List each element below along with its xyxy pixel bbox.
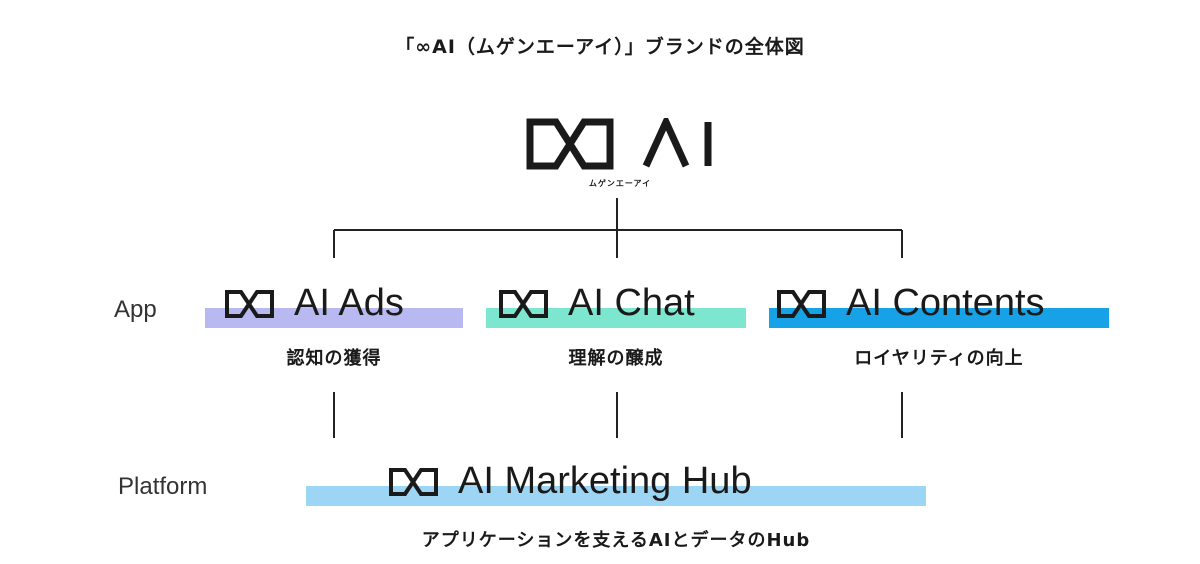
main-logo-subtitle: ムゲンエーアイ: [588, 179, 652, 188]
chat-highlight-bar: [486, 308, 746, 328]
brand-name: AI Marketing Hub: [458, 460, 752, 502]
brand-ai-chat: AI Chat: [498, 282, 695, 325]
caption-chat: 理解の醸成: [568, 348, 664, 369]
brand-name: AI Chat: [568, 282, 695, 324]
hub-highlight-bar: [306, 486, 926, 506]
brand-ai-contents: AI Contents: [776, 282, 1045, 325]
brand-ai-ads: AI Ads: [224, 282, 404, 325]
brand-name: AI Contents: [846, 282, 1045, 324]
caption-contents: ロイヤリティの向上: [854, 348, 1024, 369]
brand-name: AI Ads: [294, 282, 404, 324]
contents-highlight-bar: [769, 308, 1109, 328]
ads-highlight-bar: [205, 308, 463, 328]
infinity-icon: [225, 289, 274, 318]
infinity-icon: [499, 289, 548, 318]
infinity-icon: [389, 467, 438, 496]
infinity-ai-logo-icon: [526, 118, 712, 170]
infinity-icon: [777, 289, 826, 318]
brand-ai-marketing-hub: AI Marketing Hub: [388, 460, 752, 503]
caption-hub: アプリケーションを支えるAIとデータのHub: [421, 530, 811, 551]
caption-ads: 認知の獲得: [286, 348, 382, 369]
diagram-title: 「∞AI（ムゲンエーアイ）」ブランドの全体図: [395, 36, 805, 58]
row-label-app: App: [114, 296, 157, 323]
row-label-platform: Platform: [118, 473, 208, 500]
